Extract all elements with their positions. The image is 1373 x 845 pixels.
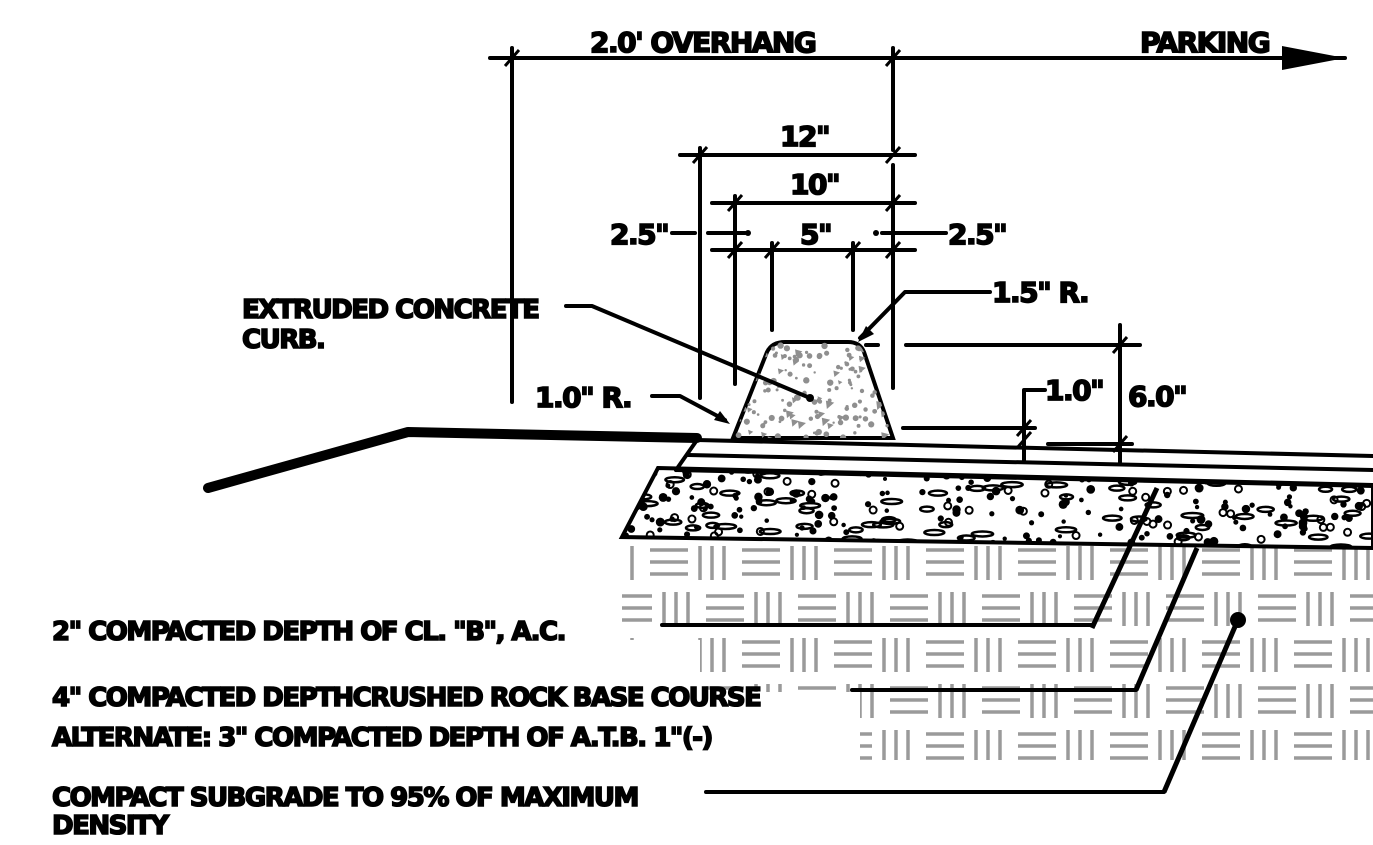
width-10-label: 10" — [790, 168, 839, 201]
offset-left-label: 2.5" — [610, 218, 668, 251]
asphalt-label: 2" COMPACTED DEPTH OF CL. "B", A.C. — [52, 617, 565, 647]
section-break-lines — [1089, 486, 1240, 793]
base-label-line1: 4" COMPACTED DEPTHCRUSHED ROCK BASE COUR… — [52, 683, 760, 713]
layer-callout-leaders — [660, 612, 1246, 794]
top-radius-label: 1.5" R. — [992, 276, 1088, 309]
dimension-tick-icon — [503, 49, 521, 67]
callout-labels: EXTRUDED CONCRETE CURB. 2" COMPACTED DEP… — [51, 294, 763, 842]
embed-label: 1.0" — [1045, 374, 1103, 407]
width-10-dimension — [710, 194, 917, 386]
width-12-label: 12" — [780, 120, 829, 153]
curb-label-line1: EXTRUDED CONCRETE — [242, 295, 538, 325]
dimension-tick-icon — [884, 49, 902, 67]
subgrade-label-line2: DENSITY — [52, 811, 170, 841]
width-5-label: 5" — [800, 218, 831, 251]
radius-leaders — [650, 290, 992, 424]
overhang-dimension — [488, 46, 1347, 404]
width-12-dimension — [678, 146, 917, 400]
dimension-labels: 2.0' OVERHANG PARKING 12" 10" 2.5" 5" 2.… — [534, 25, 1271, 415]
asphalt-layer — [674, 438, 1373, 488]
ground-line — [203, 427, 702, 493]
base-label-line2: ALTERNATE: 3" COMPACTED DEPTH OF A.T.B. … — [52, 723, 712, 753]
height-label: 6.0" — [1128, 380, 1186, 413]
subgrade-label-line1: COMPACT SUBGRADE TO 95% OF MAXIMUM — [52, 783, 638, 813]
height-dimension — [864, 323, 1142, 464]
bottom-radius-label: 1.0" R. — [535, 381, 631, 414]
curb-label-line2: CURB. — [242, 325, 324, 355]
overhang-label: 2.0' OVERHANG — [590, 26, 815, 59]
offset-right-label: 2.5" — [948, 218, 1006, 251]
concrete-curb — [730, 340, 896, 440]
curb-callout-leader — [564, 304, 814, 402]
parking-label: PARKING — [1140, 26, 1269, 59]
subgrade-hatch — [622, 546, 1373, 760]
width-5-dimension — [670, 230, 948, 332]
